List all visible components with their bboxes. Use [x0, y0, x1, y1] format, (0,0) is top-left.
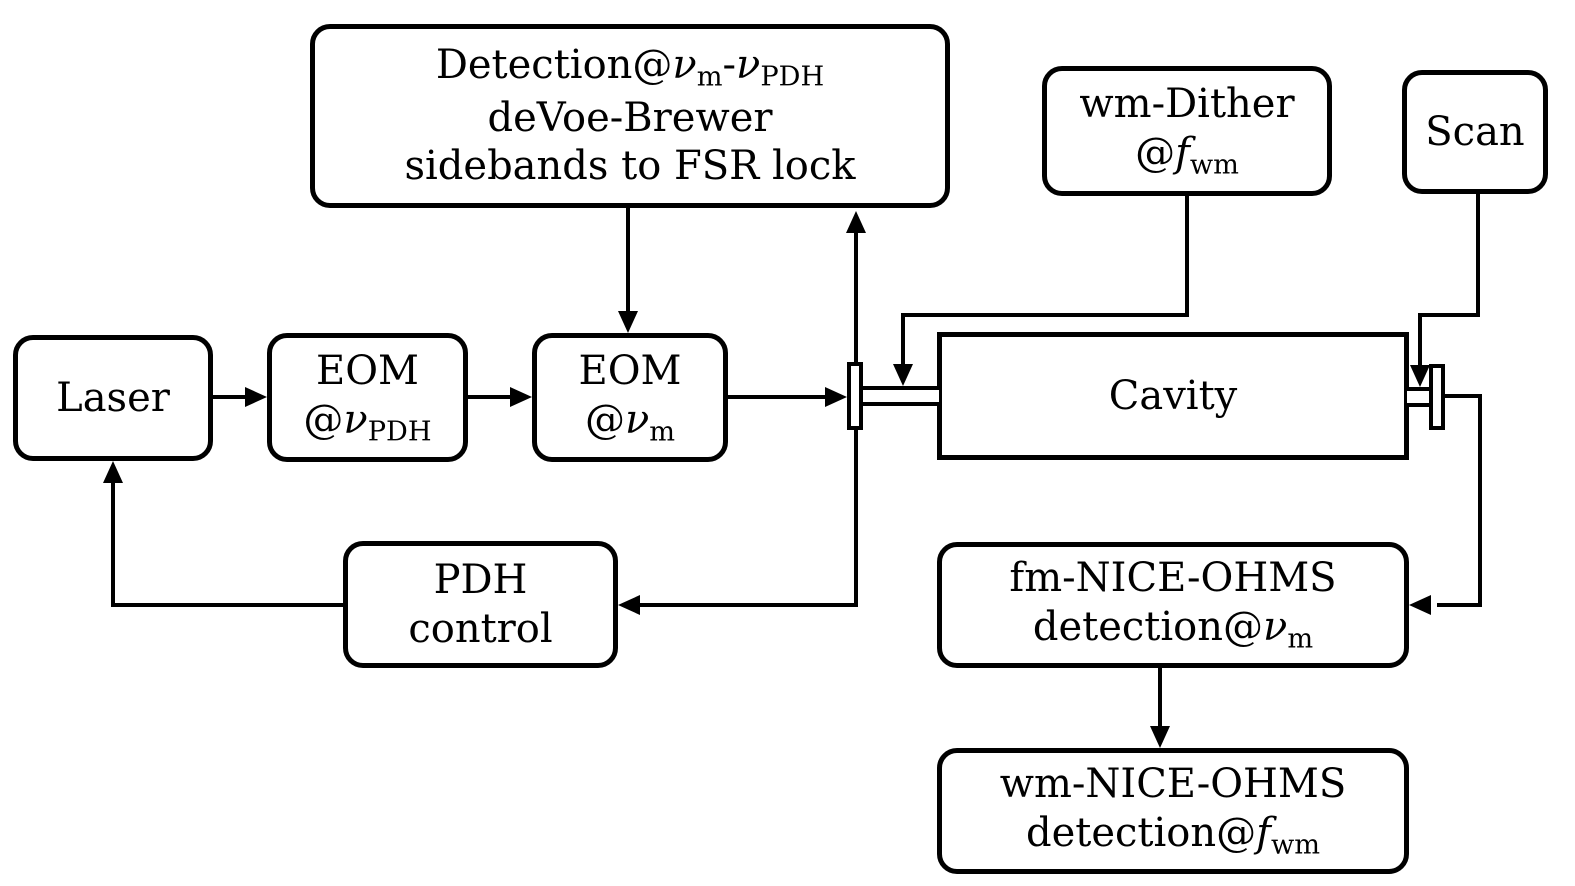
cavity-out-arrow-vline — [1478, 394, 1482, 607]
detection-fsr-line-3: sidebands to FSR lock — [404, 143, 856, 190]
cavity-out-arrow-hline-2 — [1437, 603, 1482, 607]
scan-label: Scan — [1425, 108, 1525, 155]
mirror-to-pdh-arrow-hline — [638, 603, 858, 607]
cavity-out-arrow-hline-1 — [1443, 394, 1482, 398]
wm-dither-arrow-hline — [901, 313, 1189, 317]
eom-m-to-mirror-arrowhead — [825, 387, 847, 407]
scan-arrowhead — [1410, 365, 1430, 387]
eom-pdh-to-eom-m-arrowhead — [510, 387, 532, 407]
wm-dither-box: wm-Dither @fwm — [1042, 66, 1332, 196]
cavity-box: Cavity — [937, 332, 1409, 460]
wm-detection-line-1: wm-NICE-OHMS — [999, 761, 1347, 808]
pdh-to-laser-arrowhead — [103, 461, 123, 483]
input-mirror — [847, 362, 863, 430]
wm-detection-box: wm-NICE-OHMS detection@fwm — [937, 748, 1409, 874]
eom-pdh-line-2: @νPDH — [303, 396, 432, 448]
mirror-to-pdh-arrowhead — [618, 595, 640, 615]
detection-to-eom-m-arrow-line — [626, 208, 630, 313]
fm-detection-line-2: detection@νm — [1032, 604, 1314, 655]
eom-pdh-to-eom-m-arrow-line — [468, 395, 514, 399]
wm-dither-arrow-vline-2 — [901, 313, 905, 366]
cavity-out-arrowhead — [1409, 595, 1431, 615]
fm-to-wm-arrow-line — [1158, 668, 1162, 728]
laser-to-eom-pdh-arrowhead — [245, 387, 267, 407]
eom-m-to-mirror-arrow-line — [728, 395, 829, 399]
scan-arrow-vline-1 — [1476, 192, 1480, 317]
pdh-control-line-2: control — [408, 605, 553, 652]
laser-label: Laser — [56, 374, 170, 421]
pdh-to-laser-arrow-hline — [111, 603, 343, 607]
scan-arrow-hline — [1418, 313, 1480, 317]
laser-box: Laser — [13, 335, 213, 461]
wm-dither-arrowhead — [893, 364, 913, 386]
eom-m-box: EOM @νm — [532, 333, 728, 462]
pdh-to-laser-arrow-vline — [111, 481, 115, 607]
eom-pdh-box: EOM @νPDH — [267, 333, 468, 462]
cavity-label: Cavity — [1108, 372, 1238, 419]
wm-detection-line-2: detection@fwm — [1025, 810, 1320, 861]
cavity-input-tube — [861, 386, 939, 406]
wm-dither-arrow-vline-1 — [1185, 194, 1189, 317]
fm-detection-line-1: fm-NICE-OHMS — [1009, 555, 1337, 602]
detection-fsr-box: Detection@νm-νPDH deVoe-Brewer sidebands… — [310, 24, 950, 208]
laser-to-eom-pdh-arrow-line — [213, 395, 249, 399]
scan-box: Scan — [1402, 70, 1548, 194]
scan-arrow-vline-2 — [1418, 313, 1422, 369]
detection-to-eom-m-arrowhead — [618, 311, 638, 333]
eom-pdh-line-1: EOM — [316, 347, 419, 394]
mirror-to-detection-arrowhead — [846, 211, 866, 233]
mirror-to-pdh-arrow-vline — [854, 430, 858, 607]
wm-dither-line-2: @fwm — [1135, 130, 1239, 181]
mirror-to-detection-arrow-line — [854, 231, 858, 362]
pdh-control-box: PDH control — [343, 541, 618, 668]
cavity-output-tube — [1407, 387, 1431, 407]
output-mirror — [1429, 364, 1445, 430]
detection-fsr-line-2: deVoe-Brewer — [487, 94, 773, 141]
eom-m-line-1: EOM — [578, 347, 682, 394]
fm-to-wm-arrowhead — [1150, 726, 1170, 748]
pdh-control-line-1: PDH — [433, 556, 528, 603]
eom-m-line-2: @νm — [584, 396, 676, 448]
detection-fsr-line-1: Detection@νm-νPDH — [435, 41, 825, 93]
wm-dither-line-1: wm-Dither — [1079, 81, 1295, 128]
fm-detection-box: fm-NICE-OHMS detection@νm — [937, 542, 1409, 668]
